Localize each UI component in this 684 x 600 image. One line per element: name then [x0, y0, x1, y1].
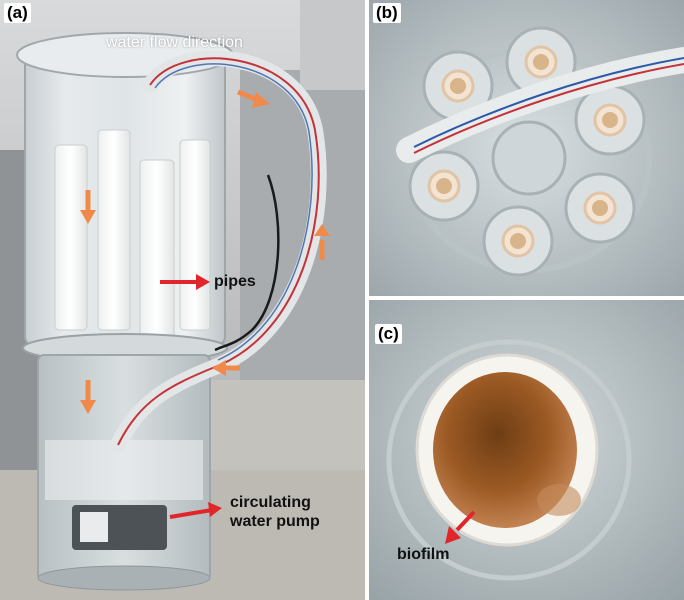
panel-c-biofilm-photo: (c) biofilm	[369, 300, 684, 600]
biofilm-label: biofilm	[397, 546, 450, 563]
reactor-photo	[0, 0, 365, 600]
panel-a-reactor-photo: (a) water flow direction pipes circulati…	[0, 0, 365, 600]
panel-c-tag: (c)	[375, 324, 402, 344]
panel-b-top-view-photo: (b)	[369, 0, 684, 296]
pump-label-line1: circulating	[230, 494, 311, 511]
pump-label-line2: water pump	[230, 513, 320, 530]
pipe-array-top-view	[369, 0, 684, 296]
flow-arrows	[80, 89, 330, 414]
biofilm-closeup	[369, 300, 684, 600]
water-flow-direction-label: water flow direction	[106, 34, 243, 51]
panel-a-tag: (a)	[4, 3, 31, 23]
red-callout-arrows	[160, 274, 222, 519]
pipes-label: pipes	[214, 273, 256, 290]
panel-b-tag: (b)	[373, 3, 401, 23]
